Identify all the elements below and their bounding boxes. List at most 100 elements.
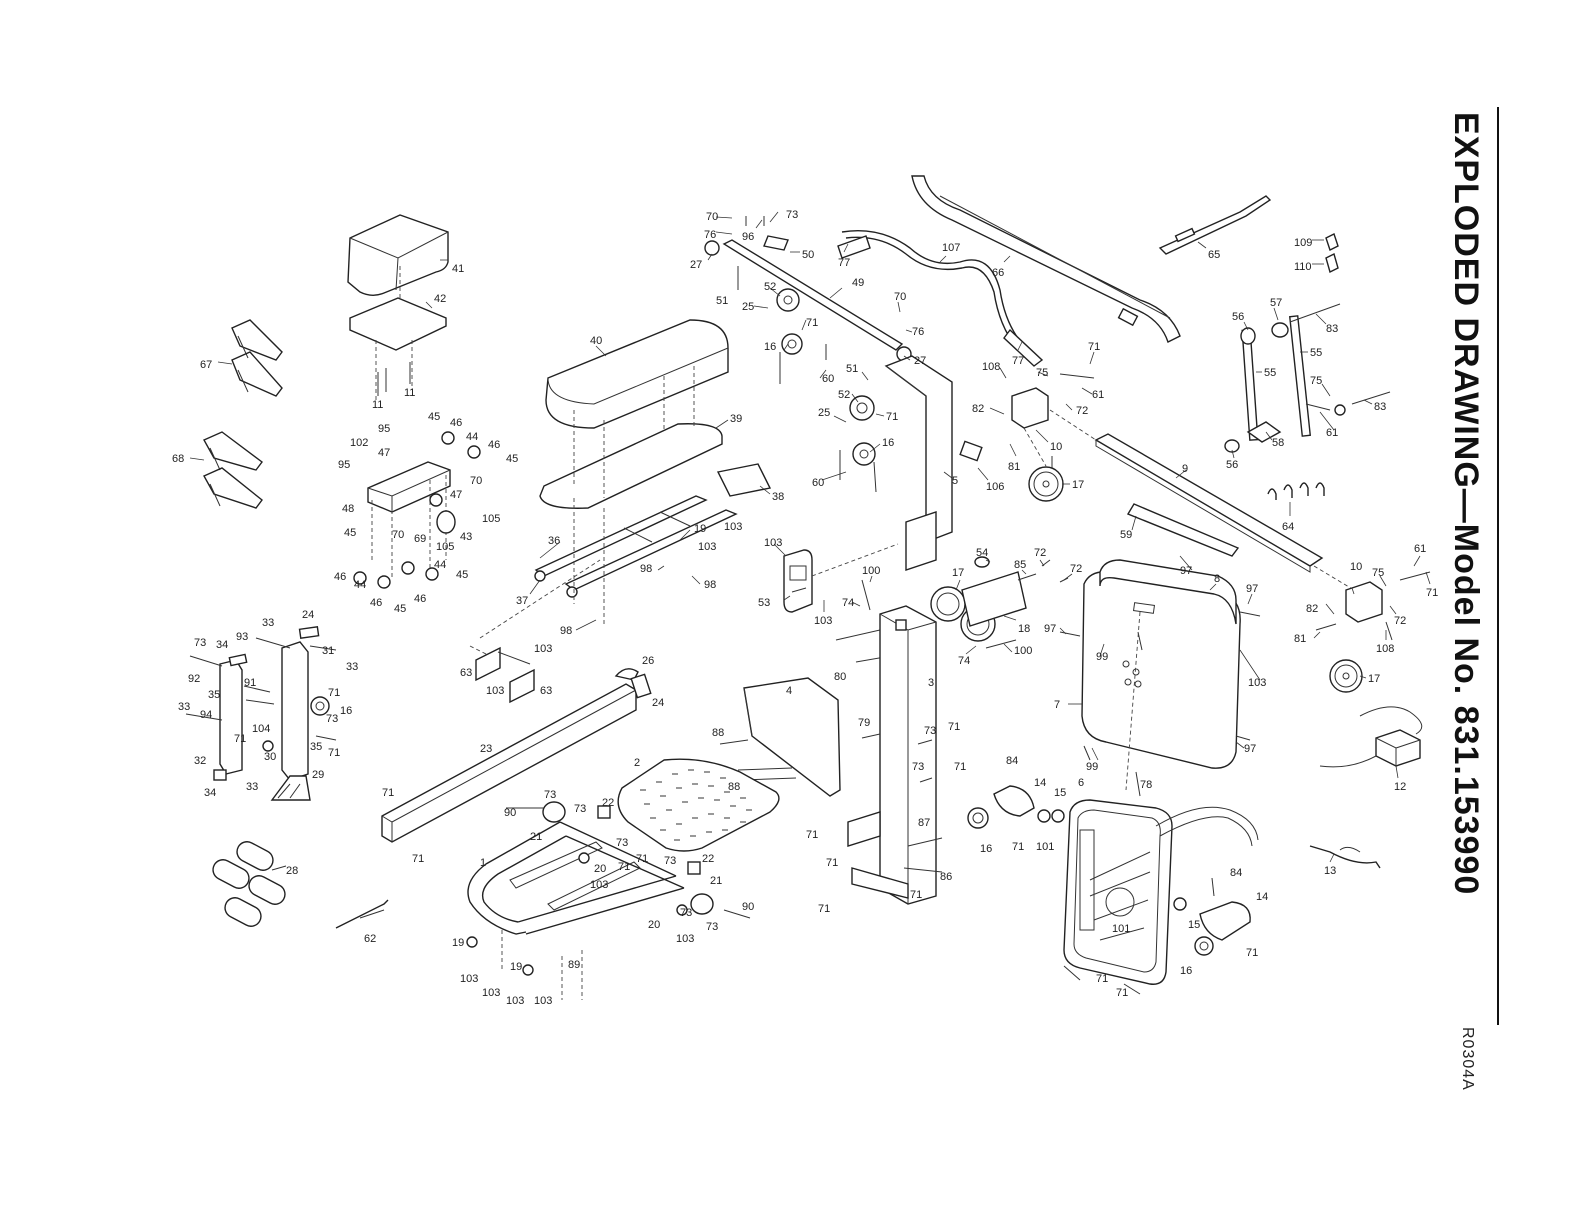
callout-71: 71 <box>954 761 966 773</box>
callout-99: 99 <box>1096 651 1108 663</box>
callout-74: 74 <box>842 597 854 609</box>
callout-71: 71 <box>234 733 246 745</box>
callout-90: 90 <box>742 901 754 913</box>
callout-72: 72 <box>1076 405 1088 417</box>
callout-2: 2 <box>634 757 640 769</box>
title-rule <box>1497 107 1499 1025</box>
callout-14: 14 <box>1256 891 1268 903</box>
callout-81: 81 <box>1008 461 1020 473</box>
seat-carriage-bracket <box>353 431 481 589</box>
callout-103: 103 <box>482 987 500 999</box>
callout-108: 108 <box>1376 643 1394 655</box>
callout-43: 43 <box>460 531 472 543</box>
callout-63: 63 <box>460 667 472 679</box>
callout-70: 70 <box>894 291 906 303</box>
callout-21: 21 <box>710 875 722 887</box>
clip-set <box>1267 482 1325 500</box>
callout-80: 80 <box>834 671 846 683</box>
callout-96: 96 <box>742 231 754 243</box>
upright-upper <box>839 355 983 571</box>
leader-lines <box>189 211 1431 863</box>
callout-75: 75 <box>1372 567 1384 579</box>
callout-16: 16 <box>1180 965 1192 977</box>
callout-10: 10 <box>1050 441 1062 453</box>
callout-64: 64 <box>1282 521 1294 533</box>
callout-45: 45 <box>428 411 440 423</box>
callout-61: 61 <box>1092 389 1104 401</box>
callout-26: 26 <box>642 655 654 667</box>
callout-52: 52 <box>764 281 776 293</box>
callout-48: 48 <box>342 503 354 515</box>
callout-45: 45 <box>456 569 468 581</box>
callout-44: 44 <box>466 431 478 443</box>
callout-103: 103 <box>534 995 552 1007</box>
callout-45: 45 <box>506 453 518 465</box>
callout-16: 16 <box>882 437 894 449</box>
callout-71: 71 <box>1096 973 1108 985</box>
callout-97: 97 <box>1246 583 1258 595</box>
callout-15: 15 <box>1188 919 1200 931</box>
callout-25: 25 <box>742 301 754 313</box>
callout-74: 74 <box>958 655 970 667</box>
brackets <box>475 646 535 704</box>
pulley-assembly-mid <box>835 556 1069 663</box>
callout-88: 88 <box>728 781 740 793</box>
callout-103: 103 <box>814 615 832 627</box>
callout-4: 4 <box>786 685 792 697</box>
callout-53: 53 <box>758 597 770 609</box>
callout-77: 77 <box>1012 355 1024 367</box>
callout-70: 70 <box>470 475 482 487</box>
callout-24: 24 <box>302 609 314 621</box>
callout-107: 107 <box>942 242 960 254</box>
callout-83: 83 <box>1326 323 1338 335</box>
callout-103: 103 <box>724 521 742 533</box>
callout-67: 67 <box>200 359 212 371</box>
callout-59: 59 <box>1120 529 1132 541</box>
callout-73: 73 <box>544 789 556 801</box>
callout-11: 11 <box>404 387 415 399</box>
callout-82: 82 <box>972 403 984 415</box>
callout-49: 49 <box>852 277 864 289</box>
callout-75: 75 <box>1310 375 1322 387</box>
strap-bar <box>911 175 1181 343</box>
callout-34: 34 <box>216 639 228 651</box>
callout-55: 55 <box>1264 367 1276 379</box>
callout-71: 71 <box>382 787 394 799</box>
callout-60: 60 <box>812 477 824 489</box>
callout-labels: 70 96 73 76 50 27 107 66 65 109 110 41 4… <box>172 209 1438 1007</box>
callout-90: 90 <box>504 807 516 819</box>
callout-12: 12 <box>1394 781 1406 793</box>
callout-71: 71 <box>618 861 630 873</box>
foot-platform <box>617 758 780 852</box>
callout-50: 50 <box>802 249 814 261</box>
callout-103: 103 <box>506 995 524 1007</box>
callout-34: 34 <box>204 787 216 799</box>
callout-27: 27 <box>914 355 926 367</box>
callout-73: 73 <box>616 837 628 849</box>
callout-103: 103 <box>764 537 782 549</box>
callout-76: 76 <box>912 326 924 338</box>
callout-22: 22 <box>702 853 714 865</box>
callout-35: 35 <box>208 689 220 701</box>
callout-103: 103 <box>460 973 478 985</box>
callout-85: 85 <box>1014 559 1026 571</box>
callout-92: 92 <box>188 673 200 685</box>
power-adapter <box>1309 706 1423 869</box>
callout-83: 83 <box>1374 401 1386 413</box>
callout-71: 71 <box>328 687 340 699</box>
callout-73: 73 <box>326 713 338 725</box>
callout-23: 23 <box>480 743 492 755</box>
callout-30: 30 <box>264 751 276 763</box>
callout-16: 16 <box>340 705 352 717</box>
callout-109: 109 <box>1294 237 1312 249</box>
callout-97: 97 <box>1244 743 1256 755</box>
callout-73: 73 <box>680 907 692 919</box>
callout-37: 37 <box>516 595 528 607</box>
callout-97: 97 <box>1180 565 1192 577</box>
callout-70: 70 <box>392 529 404 541</box>
rail <box>1094 433 1355 591</box>
callout-1: 1 <box>480 857 486 869</box>
callout-98: 98 <box>560 625 572 637</box>
callout-71: 71 <box>818 903 830 915</box>
